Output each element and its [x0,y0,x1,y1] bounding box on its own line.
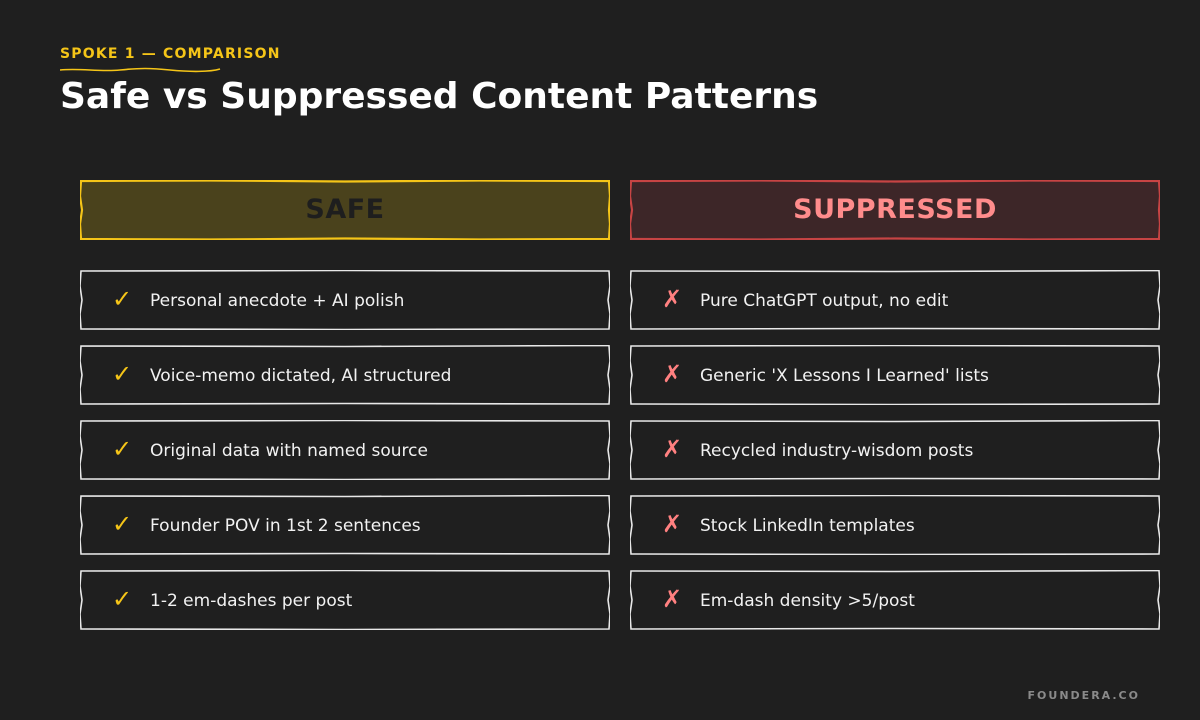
item-box [80,270,610,330]
check-icon: ✓ [111,360,133,388]
check-icon: ✓ [111,285,133,313]
safe-item-text: Personal anecdote + AI polish [150,291,405,311]
suppressed-column-label: SUPPRESSED [793,194,997,225]
suppressed-item-text: Pure ChatGPT output, no edit [700,291,949,311]
item-box [80,345,610,405]
suppressed-item: ✗ Generic 'X Lessons I Learned' lists [630,345,1160,405]
suppressed-item-text: Stock LinkedIn templates [700,516,915,536]
safe-item: ✓ 1-2 em-dashes per post [80,570,610,630]
safe-item: ✓ Founder POV in 1st 2 sentences [80,495,610,555]
check-icon: ✓ [111,510,133,538]
safe-item: ✓ Voice-memo dictated, AI structured [80,345,610,405]
cross-icon: ✗ [661,360,683,388]
check-icon: ✓ [111,585,133,613]
safe-item-text: Founder POV in 1st 2 sentences [150,516,421,536]
section-eyebrow: SPOKE 1 — COMPARISON [60,46,281,62]
suppressed-item-text: Recycled industry-wisdom posts [700,441,974,461]
cross-icon: ✗ [661,285,683,313]
safe-item-text: Original data with named source [150,441,428,461]
item-box [630,570,1160,630]
safe-item-text: 1-2 em-dashes per post [150,591,353,611]
safe-header-box [80,180,610,240]
item-box [630,345,1160,405]
item-box [630,270,1160,330]
suppressed-header-box [630,180,1160,240]
safe-column-header: SAFE [80,180,610,240]
item-box [630,420,1160,480]
suppressed-item-text: Em-dash density >5/post [700,591,915,611]
item-box [630,495,1160,555]
check-icon: ✓ [111,435,133,463]
item-box [80,495,610,555]
cross-icon: ✗ [661,510,683,538]
page-title: Safe vs Suppressed Content Patterns [60,76,819,117]
safe-item-text: Voice-memo dictated, AI structured [150,366,452,386]
suppressed-item: ✗ Pure ChatGPT output, no edit [630,270,1160,330]
suppressed-item-text: Generic 'X Lessons I Learned' lists [700,366,989,386]
safe-item: ✓ Original data with named source [80,420,610,480]
footer-brand: FOUNDERA.CO [1027,689,1140,702]
suppressed-item: ✗ Recycled industry-wisdom posts [630,420,1160,480]
suppressed-item: ✗ Stock LinkedIn templates [630,495,1160,555]
item-box [80,420,610,480]
cross-icon: ✗ [661,585,683,613]
cross-icon: ✗ [661,435,683,463]
item-box [80,570,610,630]
suppressed-column-header: SUPPRESSED [630,180,1160,240]
safe-column-label: SAFE [305,194,385,225]
safe-item: ✓ Personal anecdote + AI polish [80,270,610,330]
eyebrow-underline [60,67,221,73]
suppressed-item: ✗ Em-dash density >5/post [630,570,1160,630]
